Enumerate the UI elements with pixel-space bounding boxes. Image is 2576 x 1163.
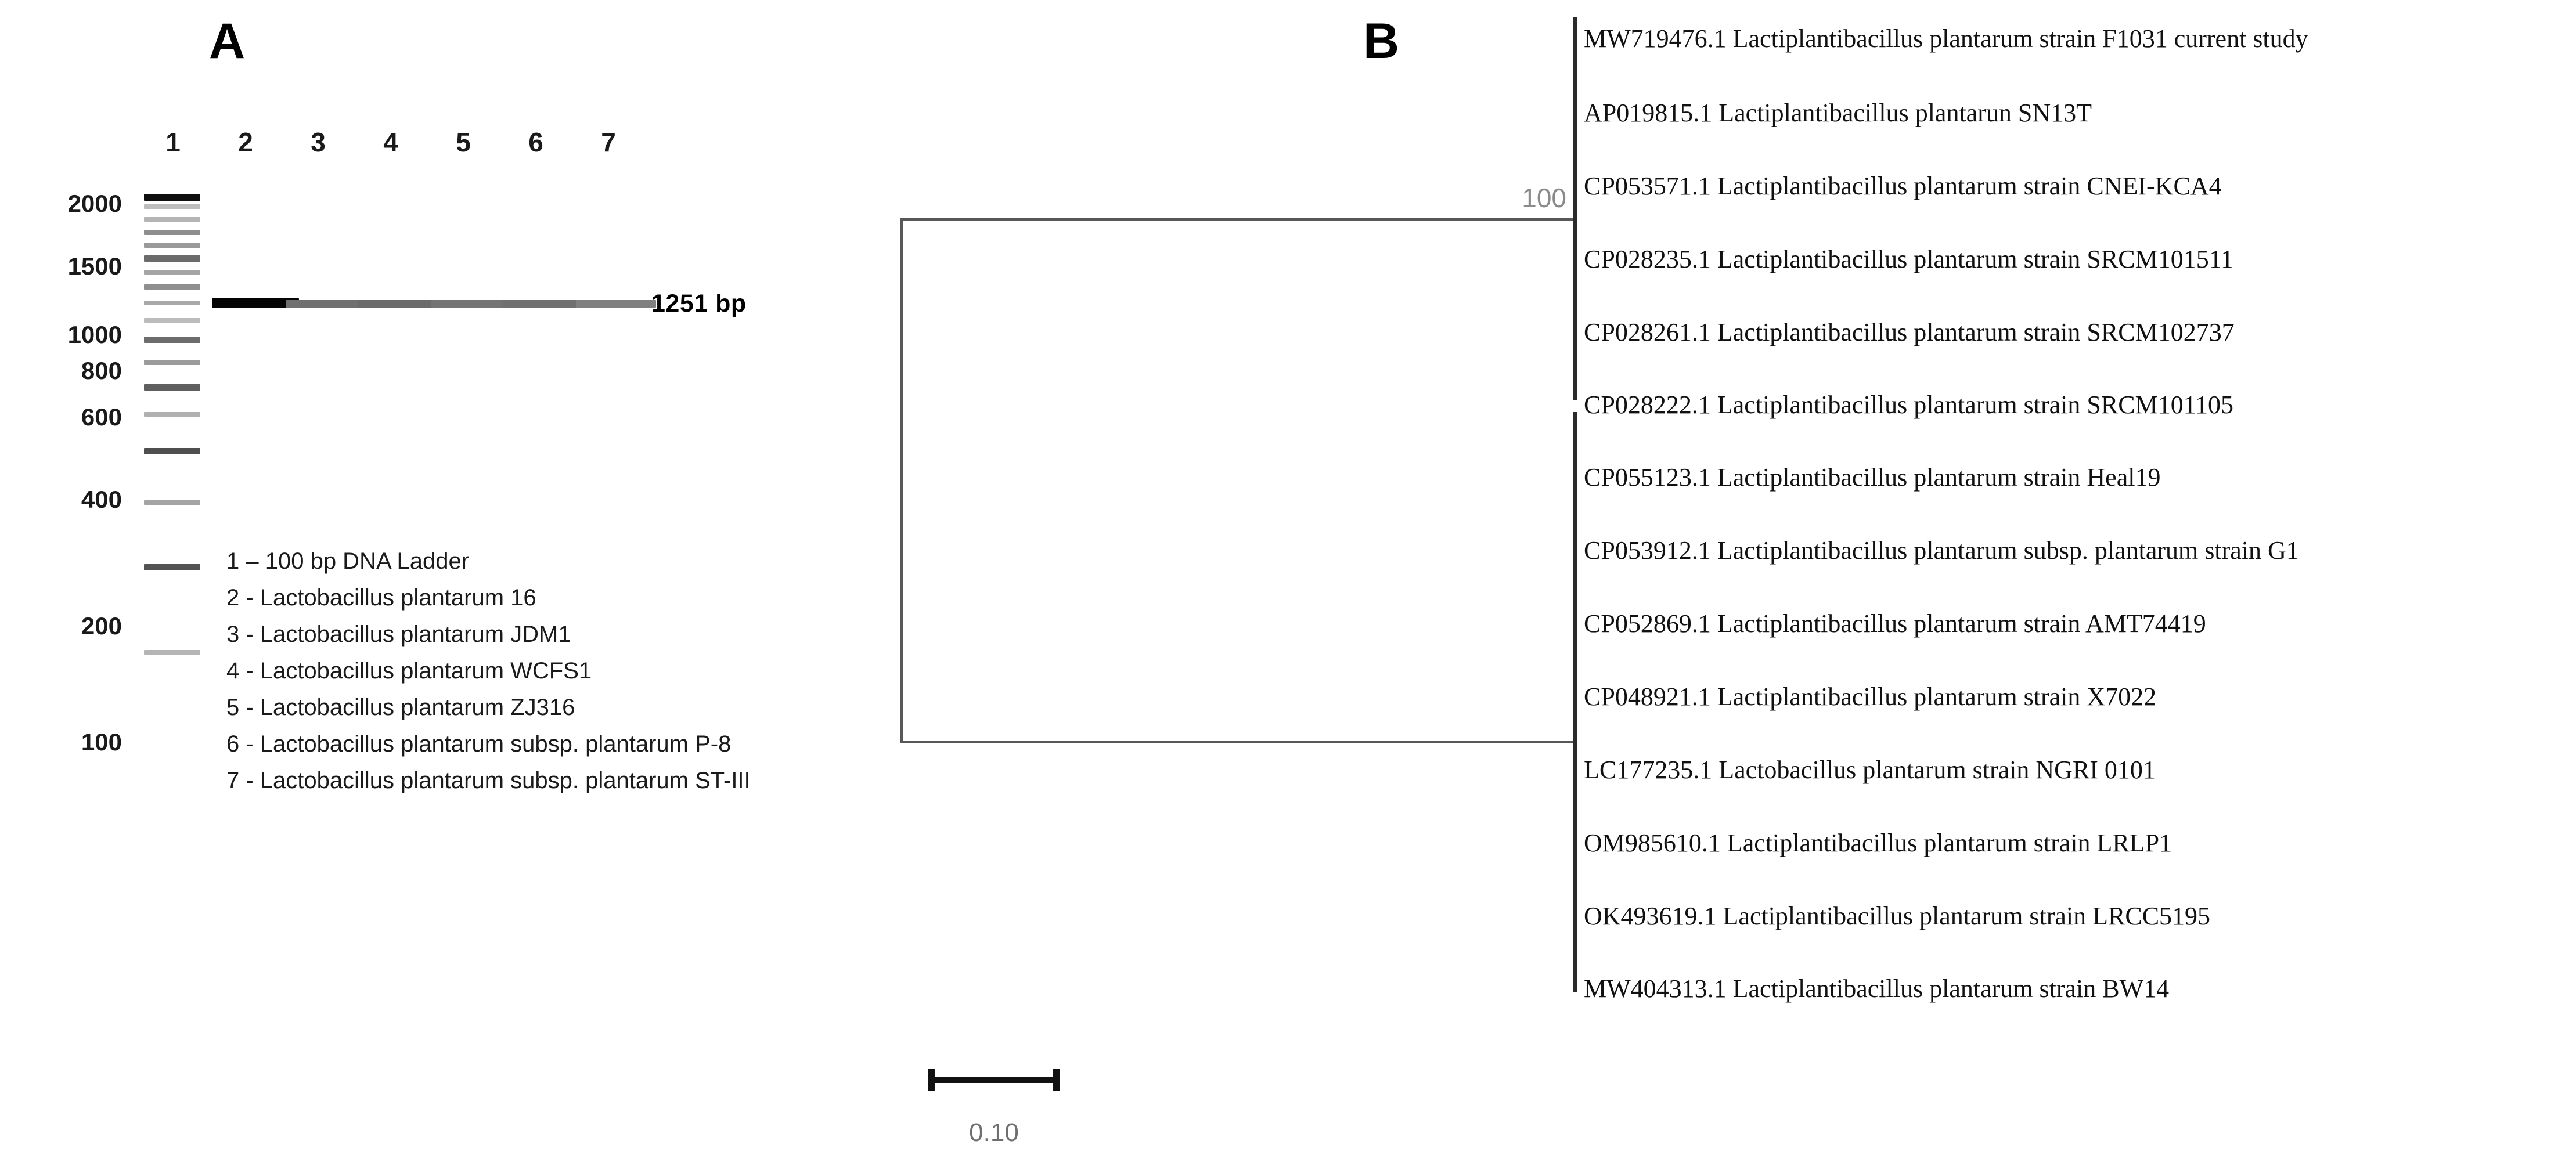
- lane-number-2: 2: [238, 127, 253, 157]
- ladder-band: [144, 564, 200, 570]
- tree-root-bar: [900, 219, 903, 743]
- ladder-band: [144, 230, 200, 235]
- lane-number-5: 5: [456, 127, 471, 157]
- ladder-label-100: 100: [81, 728, 122, 756]
- tree-tip-label: OM985610.1 Lactiplantibacillus plantarum…: [1584, 829, 2173, 857]
- ladder-band: [144, 204, 200, 209]
- sample-band-lane-4: [358, 300, 438, 308]
- ladder-label-600: 600: [81, 403, 122, 431]
- sample-band-lane-3: [286, 300, 366, 308]
- tree-clade-bar-upper: [1573, 17, 1577, 400]
- band-size-annotation: 1251 bp: [651, 290, 747, 317]
- ladder-band: [144, 243, 200, 248]
- scale-bar-label: 0.10: [969, 1118, 1019, 1147]
- bootstrap-value-100: 100: [1522, 183, 1566, 213]
- tree-branch-lower: [900, 741, 1576, 743]
- ladder-band: [144, 284, 200, 290]
- tree-tip-label: MW719476.1 Lactiplantibacillus plantarum…: [1584, 24, 2308, 53]
- ladder-band: [144, 500, 200, 505]
- ladder-band: [144, 217, 200, 222]
- lane-number-3: 3: [311, 127, 326, 157]
- tree-tip-label: OK493619.1 Lactiplantibacillus plantarum…: [1584, 902, 2211, 930]
- gel-legend-item: 7 - Lactobacillus plantarum subsp. plant…: [226, 768, 751, 793]
- scale-bar-cap-right: [1053, 1069, 1060, 1091]
- gel-legend-item: 4 - Lactobacillus plantarum WCFS1: [226, 658, 592, 684]
- ladder-band: [144, 448, 200, 454]
- tree-tip-label: CP052869.1 Lactiplantibacillus plantarum…: [1584, 609, 2206, 638]
- ladder-band: [144, 650, 200, 655]
- lane-number-7: 7: [601, 127, 616, 157]
- gel-legend-item: 3 - Lactobacillus plantarum JDM1: [226, 622, 571, 647]
- ladder-label-400: 400: [81, 486, 122, 513]
- tree-tip-label: CP048921.1 Lactiplantibacillus plantarum…: [1584, 682, 2157, 711]
- ladder-label-2000: 2000: [67, 190, 122, 217]
- sample-band-lane-2: [212, 298, 299, 308]
- sample-band-lane-5: [431, 300, 511, 308]
- panel-a-letter: A: [209, 13, 246, 69]
- tree-tip-label: CP028235.1 Lactiplantibacillus plantarum…: [1584, 245, 2234, 273]
- gel-legend-item: 1 – 100 bp DNA Ladder: [226, 548, 470, 574]
- tree-clade-bar-lower: [1573, 412, 1577, 992]
- gel-legend: 1 – 100 bp DNA Ladder 2 - Lactobacillus …: [226, 543, 751, 799]
- ladder-band: [144, 270, 200, 275]
- ladder-band: [144, 337, 200, 343]
- gel-legend-item: 5 - Lactobacillus plantarum ZJ316: [226, 695, 575, 720]
- ladder-label-800: 800: [81, 357, 122, 384]
- ladder-band: [144, 384, 200, 391]
- ladder-band: [144, 412, 200, 417]
- ladder-band: [144, 360, 200, 365]
- scale-bar-line: [928, 1077, 1060, 1083]
- tree-tip-label: CP028222.1 Lactiplantibacillus plantarum…: [1584, 391, 2234, 419]
- tree-tip-label: CP055123.1 Lactiplantibacillus plantarum…: [1584, 463, 2161, 492]
- tree-branch-upper: [900, 218, 1576, 221]
- lane-number-4: 4: [383, 127, 398, 157]
- scale-bar-cap-left: [928, 1069, 935, 1091]
- ladder-label-1500: 1500: [67, 252, 122, 280]
- tree-tip-label: CP053571.1 Lactiplantibacillus plantarum…: [1584, 172, 2222, 200]
- tree-tip-label: LC177235.1 Lactobacillus plantarum strai…: [1584, 756, 2156, 784]
- ladder-band: [144, 255, 200, 262]
- tree-tip-label: MW404313.1 Lactiplantibacillus plantarum…: [1584, 974, 2170, 1003]
- sample-band-lane-7: [576, 300, 656, 308]
- tree-tip-label: CP028261.1 Lactiplantibacillus plantarum…: [1584, 318, 2235, 346]
- tree-tip-label: CP053912.1 Lactiplantibacillus plantarum…: [1584, 536, 2299, 565]
- gel-legend-item: 2 - Lactobacillus plantarum 16: [226, 585, 536, 611]
- ladder-label-200: 200: [81, 612, 122, 640]
- lane-number-1: 1: [165, 127, 181, 157]
- gel-legend-item: 6 - Lactobacillus plantarum subsp. plant…: [226, 731, 732, 757]
- lane-number-6: 6: [528, 127, 543, 157]
- ladder-label-1000: 1000: [67, 321, 122, 348]
- ladder-band: [144, 301, 200, 305]
- ladder-band: [144, 194, 200, 201]
- sample-band-lane-6: [503, 300, 583, 308]
- panel-b-letter: B: [1363, 13, 1400, 69]
- tree-tip-label: AP019815.1 Lactiplantibacillus plantarun…: [1584, 99, 2092, 127]
- ladder-band: [144, 318, 200, 323]
